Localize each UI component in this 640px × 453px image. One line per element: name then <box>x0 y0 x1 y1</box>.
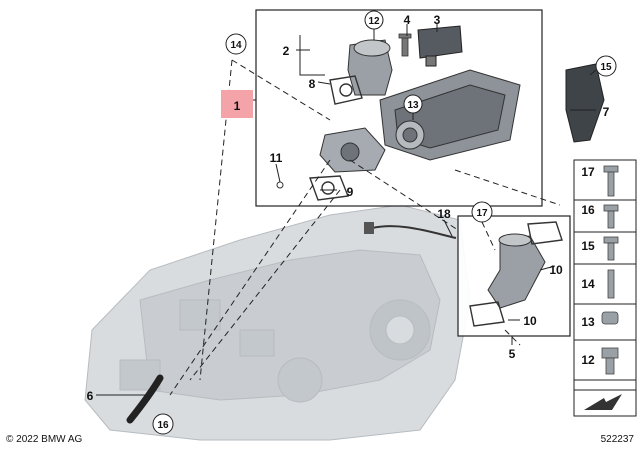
callout-3: 3 <box>434 13 441 27</box>
main-part-label: 1 <box>234 99 241 113</box>
egr-housing <box>319 127 386 173</box>
engine-block <box>84 204 471 441</box>
callout-6: 6 <box>87 389 94 403</box>
gasket-upper <box>329 75 363 105</box>
gasket-lower <box>309 175 349 201</box>
callout-14: 14 <box>225 33 247 55</box>
main-part-highlight <box>221 90 253 118</box>
diagram-number: 522237 <box>601 434 635 445</box>
callout-10b: 10 <box>523 314 537 328</box>
callout-11: 11 <box>270 151 283 165</box>
copyright: © 2022 BMW AG <box>6 434 83 445</box>
callout-7: 7 <box>603 105 610 119</box>
callout-13: 13 <box>403 94 423 114</box>
column-label-14: 14 <box>581 277 595 291</box>
egr-actuator <box>417 25 463 67</box>
svg-text:12: 12 <box>368 16 380 27</box>
column-label-13: 13 <box>581 315 595 329</box>
column-label-17: 17 <box>581 165 595 179</box>
column-label-16: 16 <box>581 203 595 217</box>
callout-15: 15 <box>595 55 617 77</box>
sensor-plug <box>364 222 374 234</box>
callout-16: 16 <box>152 413 174 435</box>
callout-18: 18 <box>437 207 451 221</box>
fastener-icons <box>601 165 619 375</box>
pipe-gaskets <box>469 221 563 327</box>
heat-shield <box>565 63 605 143</box>
callout-17: 17 <box>471 201 493 223</box>
bolt <box>398 33 412 57</box>
fastener-column <box>573 159 637 417</box>
vacuum-hose <box>126 374 164 424</box>
callout-2: 2 <box>283 44 290 58</box>
callout-5: 5 <box>509 347 516 361</box>
egr-valve <box>347 39 393 96</box>
svg-text:13: 13 <box>407 100 419 111</box>
exhaust-sensor-wire <box>371 225 457 239</box>
egr-pipe <box>487 233 546 309</box>
svg-text:15: 15 <box>600 62 612 73</box>
svg-text:17: 17 <box>476 208 488 219</box>
callout-8: 8 <box>309 77 316 91</box>
callout-10a: 10 <box>549 263 563 277</box>
svg-text:16: 16 <box>157 420 169 431</box>
diagram-corner-icon <box>573 389 637 417</box>
nut <box>276 181 284 189</box>
svg-text:14: 14 <box>230 40 242 51</box>
column-label-15: 15 <box>581 239 595 253</box>
callout-9: 9 <box>347 185 354 199</box>
callout-4: 4 <box>404 13 411 27</box>
column-label-12: 12 <box>581 353 595 367</box>
leader-lines <box>96 22 597 396</box>
egr-cooler <box>379 69 521 161</box>
callout-12: 12 <box>364 10 384 30</box>
